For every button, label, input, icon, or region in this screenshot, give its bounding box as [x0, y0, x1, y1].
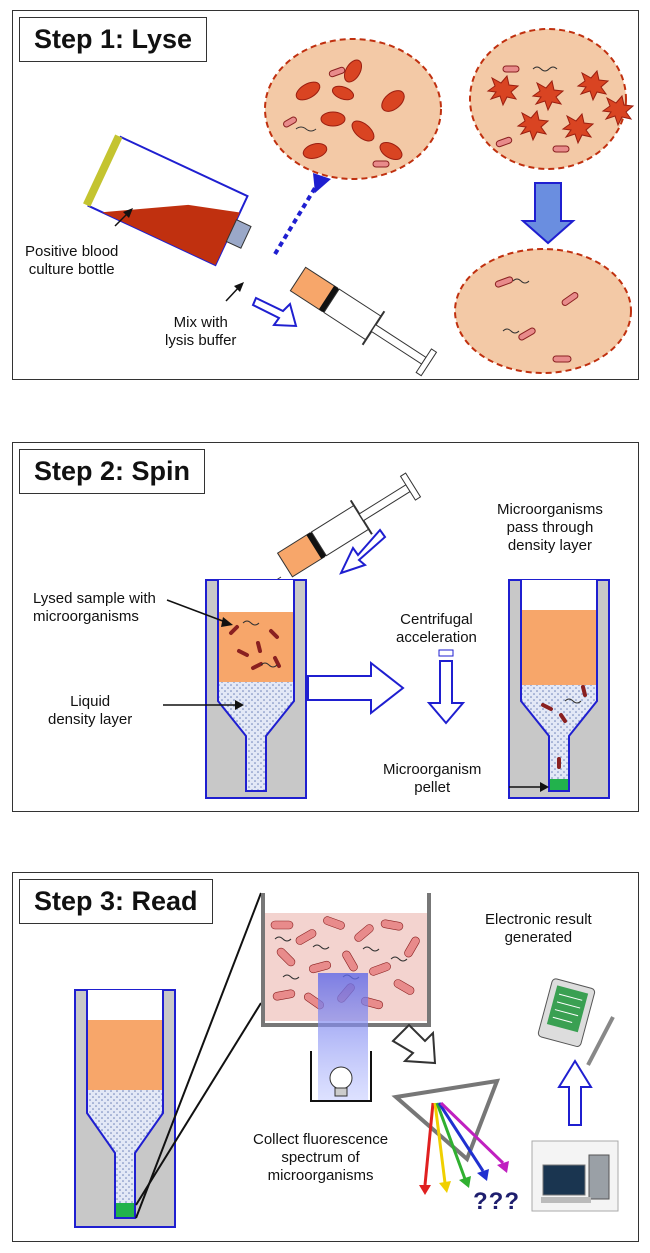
blood-culture-bottle	[83, 134, 252, 267]
label-electronic-result: Electronic result generated	[485, 911, 592, 946]
label-microorganism-pellet: Microorganism pellet	[383, 761, 482, 796]
blood-sample-ellipse	[264, 38, 442, 180]
lysed-sample-ellipse	[469, 28, 635, 170]
step2-illustration	[163, 472, 610, 799]
light-bulb-icon	[310, 1051, 372, 1102]
step1-title: Step 1: Lyse	[19, 17, 208, 62]
handheld-device-icon	[537, 978, 596, 1047]
tube-after-spin	[508, 579, 610, 799]
mix-arrow-icon	[251, 296, 298, 328]
tube-before-spin	[205, 579, 307, 799]
inject-arrow-icon	[339, 528, 387, 575]
syringe-step1	[289, 266, 438, 377]
label-microorganisms-pass-through: Microorganisms pass through density laye…	[497, 501, 603, 554]
label-lysed-sample: Lysed sample with microorganisms	[33, 590, 156, 625]
step3-illustration	[74, 892, 619, 1228]
right-arrow-icon	[307, 660, 405, 716]
label-collect-fluorescence: Collect fluorescence spectrum of microor…	[253, 1131, 389, 1184]
centrifugal-arrow-icon	[426, 660, 466, 725]
up-arrow-icon	[557, 1059, 593, 1126]
label-unknown: ???	[473, 1188, 520, 1215]
tube-read	[74, 989, 176, 1228]
step1-panel: Step 1: Lyse Positive blood culture bott…	[12, 10, 639, 380]
diagonal-arrow-icon	[391, 1023, 437, 1065]
label-mix-with-lysis-buffer: Mix with lysis buffer	[165, 314, 237, 349]
dotted-arrow	[273, 181, 320, 256]
syringe-step2	[276, 472, 422, 578]
step3-title: Step 3: Read	[19, 879, 213, 924]
step1-illustration	[83, 28, 635, 377]
down-arrow-icon	[520, 182, 576, 245]
bacteria-only-ellipse	[454, 248, 632, 374]
prism-icon	[391, 1078, 501, 1163]
step2-panel: Step 2: Spin Lysed sample with microorga…	[12, 442, 639, 812]
label-positive-blood-culture-bottle: Positive blood culture bottle	[25, 243, 119, 278]
label-centrifugal-acceleration: Centrifugal acceleration	[396, 611, 477, 646]
step3-panel: Step 3: Read Electronic result generated…	[12, 872, 639, 1242]
computer-icon	[531, 1140, 619, 1212]
step2-title: Step 2: Spin	[19, 449, 206, 494]
label-liquid-density-layer: Liquid density layer	[48, 693, 133, 728]
